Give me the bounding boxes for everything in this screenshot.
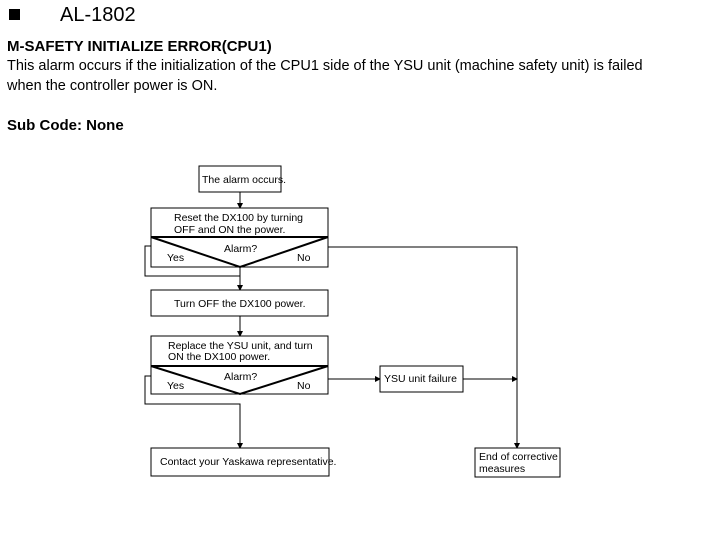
ysu-failure-box (379, 365, 464, 393)
bullet-square (9, 9, 20, 20)
replace-ysu-line-1: Replace the YSU unit, and turn (168, 340, 313, 352)
ysu-failure-label: YSU unit failure (384, 373, 457, 385)
alarm-description: This alarm occurs if the initialization … (7, 57, 707, 96)
decision-2-diamond (150, 365, 329, 396)
decision-2-yes-line (144, 375, 243, 449)
alarm-title: M-SAFETY INITIALIZE ERROR(CPU1) (7, 38, 272, 55)
end-box (474, 447, 561, 478)
decision-1-label: Alarm? (224, 243, 257, 255)
decision-2-yes-label: Yes (167, 380, 184, 392)
replace-ysu-line-2: ON the DX100 power. (168, 351, 270, 363)
start-label: The alarm occurs. (202, 174, 286, 186)
alarm-code: AL-1802 (60, 4, 136, 26)
power-off-box (150, 289, 329, 317)
decision-2-label: Alarm? (224, 371, 257, 383)
contact-box (150, 447, 330, 477)
description-line-1: This alarm occurs if the initialization … (7, 58, 643, 74)
reset-step-line-1: Reset the DX100 by turning (174, 212, 303, 224)
decision-1-yes-line (144, 245, 240, 277)
sub-code: Sub Code: None (7, 117, 124, 134)
end-line-1: End of corrective (479, 451, 558, 463)
reset-step-line-2: OFF and ON the power. (174, 224, 285, 236)
power-off-label: Turn OFF the DX100 power. (174, 298, 306, 310)
decision-1-no-label: No (297, 252, 311, 264)
decision-2-no-label: No (297, 380, 311, 392)
decision-1-no-line (328, 246, 520, 449)
end-line-2: measures (479, 463, 525, 475)
description-line-2: when the controller power is ON. (7, 77, 218, 94)
contact-label: Contact your Yaskawa representative. (160, 456, 336, 468)
decision-1-yes-label: Yes (167, 252, 184, 264)
